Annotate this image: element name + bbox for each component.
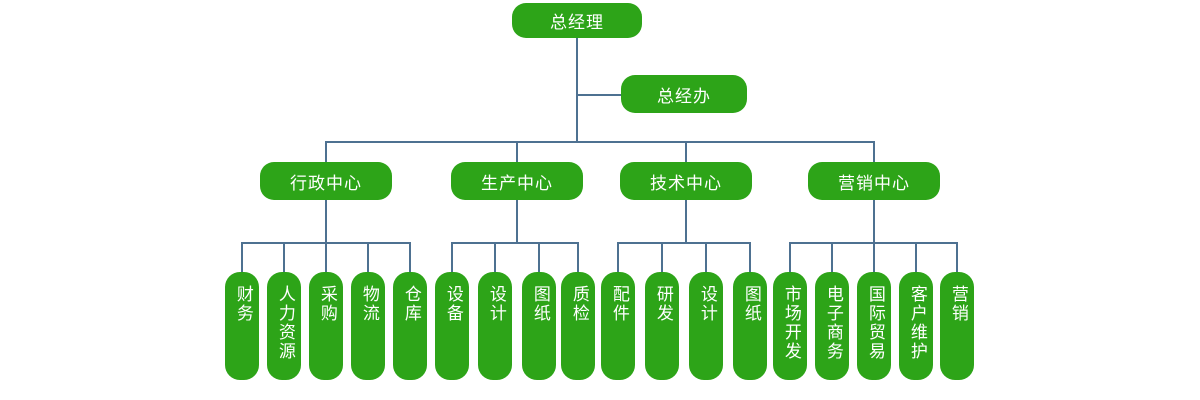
connector-line [494,243,496,273]
leaf-label: 质检 [568,285,589,323]
org-node-leaf: 配件 [601,272,635,380]
org-node-leaf: 市场开发 [773,272,807,380]
leaf-label: 研发 [652,285,673,323]
org-node-leaf: 客户维护 [899,272,933,380]
org-node-dept-3: 营销中心 [808,162,940,200]
org-node-leaf: 研发 [645,272,679,380]
org-node-leaf: 电子商务 [815,272,849,380]
leaf-label: 市场开发 [780,285,801,361]
leaf-label: 电子商务 [822,285,843,361]
connector-line [831,243,833,273]
leaf-label: 营销 [947,285,968,323]
connector-line [705,243,707,273]
org-node-leaf: 物流 [351,272,385,380]
org-node-leaf: 人力资源 [267,272,301,380]
leaf-label: 设备 [442,285,463,323]
leaf-label: 图纸 [529,285,550,323]
leaf-label: 采购 [316,285,337,323]
connector-line [409,243,411,273]
connector-line [283,243,285,273]
org-node-dept-1: 生产中心 [451,162,583,200]
org-node-dept-2: 技术中心 [620,162,752,200]
connector-line [241,243,243,273]
leaf-label: 设计 [485,285,506,323]
org-node-leaf: 设备 [435,272,469,380]
connector-line [617,243,619,273]
leaf-label: 国际贸易 [864,285,885,361]
leaf-label: 配件 [608,285,629,323]
org-node-leaf: 质检 [561,272,595,380]
org-node-leaf: 图纸 [522,272,556,380]
connector-line [661,243,663,273]
connector-line [451,243,453,273]
connector-line [325,141,875,143]
org-node-leaf: 设计 [478,272,512,380]
org-node-dept-0: 行政中心 [260,162,392,200]
leaf-label: 图纸 [740,285,761,323]
connector-line [576,94,622,96]
org-node-leaf: 图纸 [733,272,767,380]
connector-line [538,243,540,273]
connector-line [617,242,751,244]
connector-line [915,243,917,273]
leaf-label: 财务 [232,285,253,323]
connector-line [367,243,369,273]
org-node-leaf: 设计 [689,272,723,380]
leaf-label: 仓库 [400,285,421,323]
leaf-label: 设计 [696,285,717,323]
connector-line [577,243,579,273]
org-node-leaf: 国际贸易 [857,272,891,380]
org-node-staff: 总经办 [621,75,747,113]
connector-line [749,243,751,273]
org-node-root: 总经理 [512,3,642,38]
leaf-label: 客户维护 [906,285,927,361]
connector-line [325,243,327,273]
leaf-label: 人力资源 [274,285,295,361]
leaf-label: 物流 [358,285,379,323]
connector-line [956,243,958,273]
connector-line [789,243,791,273]
connector-line [451,242,579,244]
org-node-leaf: 财务 [225,272,259,380]
org-node-leaf: 采购 [309,272,343,380]
org-node-leaf: 仓库 [393,272,427,380]
org-node-leaf: 营销 [940,272,974,380]
connector-line [576,37,578,142]
connector-line [873,243,875,273]
